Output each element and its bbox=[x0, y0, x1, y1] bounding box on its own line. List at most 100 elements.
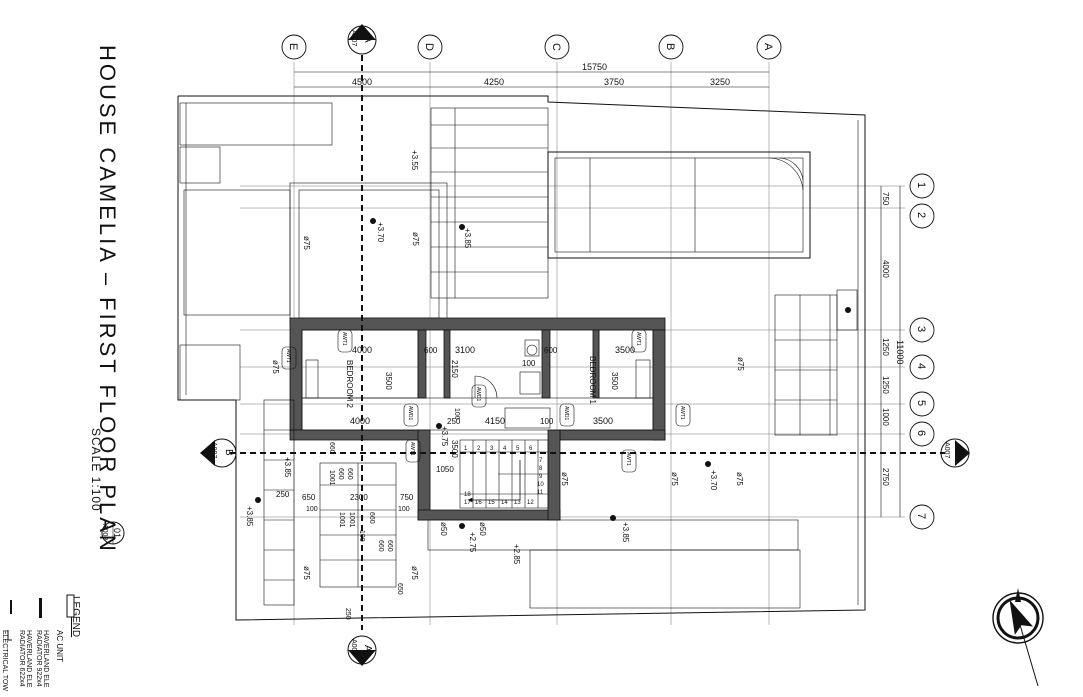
legend-item-towel: ELECTRICAL TOW bbox=[1, 630, 8, 691]
radiator-small-icon bbox=[10, 600, 12, 614]
tag-awt: AWT1 bbox=[281, 346, 297, 370]
level-label: +2.85 bbox=[512, 544, 521, 565]
stair-step: 12 bbox=[527, 500, 534, 506]
drain-label: ø75 bbox=[670, 472, 679, 486]
grid-label-3: 3 bbox=[915, 326, 927, 332]
gridline-bubble-icon bbox=[417, 34, 443, 60]
dim-total-top: 15750 bbox=[582, 62, 607, 72]
tag-awt: AWT1 bbox=[621, 449, 637, 473]
gridline-bubble-icon bbox=[281, 34, 307, 60]
gridline-bubble-icon bbox=[909, 354, 935, 380]
stair-step: 18 bbox=[464, 492, 471, 498]
drain-label: ø75 bbox=[302, 236, 311, 250]
terrace-structure bbox=[289, 107, 858, 436]
stair-step: 10 bbox=[537, 482, 544, 488]
stair-step: 6 bbox=[529, 446, 533, 452]
dim-top-2: 4250 bbox=[484, 77, 504, 87]
legend-item-rad1b: RADIATOR 922x4 bbox=[35, 630, 42, 687]
grid-label-d: D bbox=[423, 43, 435, 51]
section-a-top-letter: A bbox=[362, 36, 373, 43]
pergola-dim: 660 bbox=[368, 512, 375, 524]
level-label: +3.55 bbox=[410, 150, 419, 171]
pergola-dim: 660 bbox=[337, 468, 344, 480]
towel-rail-icon bbox=[7, 630, 12, 641]
dim-top-4: 3250 bbox=[710, 77, 730, 87]
pergola-dim: 100 bbox=[398, 506, 410, 513]
ac-unit-icon bbox=[66, 594, 75, 618]
drain-label: ø75 bbox=[560, 472, 569, 486]
room-bedroom-2: BEDROOM 2 bbox=[345, 360, 354, 409]
tag-awt: AWT1 bbox=[405, 439, 421, 463]
tag-awd: AWD1 bbox=[471, 384, 487, 408]
dim-corr-length: 4150 bbox=[485, 416, 505, 426]
pergola-dim: 2300 bbox=[350, 493, 368, 502]
dim-top-3: 3750 bbox=[604, 77, 624, 87]
drain-label: ø75 bbox=[411, 232, 420, 246]
dim-right-6: 2750 bbox=[881, 468, 890, 486]
dim-right-5: 1000 bbox=[881, 408, 890, 426]
stair-step: 5 bbox=[516, 446, 520, 452]
dim-2150: 2150 bbox=[450, 360, 459, 378]
north-arrow-icon bbox=[992, 588, 1044, 687]
pergola-dims: 250 650 660 660 660 2300 750 100 100 100… bbox=[276, 442, 414, 620]
room-bedroom-1: BEDROOM 1 bbox=[588, 356, 597, 405]
grid-label-a: A bbox=[762, 43, 774, 51]
level-label: +2.75 bbox=[468, 532, 477, 553]
dim-b1-bottom: 3500 bbox=[593, 416, 613, 426]
dim-b2-height: 3500 bbox=[384, 372, 393, 390]
grid-label-c: C bbox=[550, 43, 562, 51]
section-marker-icon: A A007 bbox=[347, 635, 377, 666]
level-markers: +3.55 +3.70 +3.85 +3.75 +3.85 +3.85 +2.7… bbox=[245, 150, 851, 565]
dim-stair-3500: 3500 bbox=[450, 440, 459, 458]
tag-label: AWT1 bbox=[409, 442, 415, 456]
dim-top-1: 4500 bbox=[352, 77, 372, 87]
grid-label-e: E bbox=[287, 43, 299, 50]
stair-step: 8 bbox=[539, 466, 543, 472]
grid-bubbles-right: 1 2 3 4 5 6 7 bbox=[909, 173, 935, 530]
tag-label: AWD1 bbox=[475, 387, 481, 401]
dimensions-right: 11000 750 4000 1250 1250 1000 2750 bbox=[880, 186, 905, 517]
drain-label: ø75 bbox=[271, 360, 280, 374]
stair-step: 9 bbox=[539, 474, 543, 480]
gridline-bubble-icon bbox=[909, 203, 935, 229]
tag-label: AWD1 bbox=[407, 406, 413, 420]
dim-right-1: 750 bbox=[881, 192, 890, 206]
gridline-bubble-icon bbox=[909, 391, 935, 417]
scale-label: SCALE 1:100 bbox=[89, 428, 103, 512]
stair-step: 14 bbox=[501, 500, 508, 506]
gridline-bubble-icon bbox=[909, 173, 935, 199]
grid-bubbles-top: E D C B A bbox=[281, 34, 782, 60]
dim-b1-width: 3500 bbox=[615, 345, 635, 355]
level-label: +3.70 bbox=[709, 470, 718, 491]
grid-label-2: 2 bbox=[915, 212, 927, 218]
drain-labels: ø75 ø75 ø75 ø75 ø75 ø75 ø75 ø75 ø50 ø50 … bbox=[271, 232, 745, 580]
grid-label-1: 1 bbox=[915, 182, 927, 188]
pergola-dim: 250 bbox=[276, 490, 290, 499]
level-label: +3.85 bbox=[245, 506, 254, 527]
pergola-dim: 660 bbox=[346, 468, 353, 480]
pergola-dim: 660 bbox=[386, 540, 393, 552]
dim-b2-width: 4000 bbox=[352, 345, 372, 355]
section-a-top-sheet: A007 bbox=[350, 30, 357, 46]
pergola-dim: 100 bbox=[306, 506, 318, 513]
drain-label: ø75 bbox=[410, 566, 419, 580]
drain-label: ø50 bbox=[439, 522, 448, 536]
pergola-dim: 660 bbox=[377, 540, 384, 552]
dim-right-3: 1250 bbox=[881, 338, 890, 356]
radiator-icon bbox=[39, 598, 42, 618]
gridline-bubble-icon bbox=[756, 34, 782, 60]
grid-label-5: 5 bbox=[915, 400, 927, 406]
dim-corridor: 3100 bbox=[455, 345, 475, 355]
stair-step: 13 bbox=[514, 500, 521, 506]
stair-step: 3 bbox=[490, 446, 494, 452]
legend-item-rad1a: HAVERLAND ELE bbox=[42, 630, 49, 688]
level-label: +3.75 bbox=[440, 426, 449, 447]
stair-step: 4 bbox=[503, 446, 507, 452]
dim-stair-1050: 1050 bbox=[436, 465, 454, 474]
level-label: +3.85 bbox=[283, 457, 292, 478]
grid-label-6: 6 bbox=[915, 430, 927, 436]
dim-door-100b: 100 bbox=[540, 417, 554, 426]
tag-label: AWT1 bbox=[635, 332, 641, 346]
legend-title: LEGEND bbox=[70, 596, 81, 637]
title-block: HOUSE CAMELIA – FIRST FLOOR PLAN SCALE 1… bbox=[89, 45, 125, 554]
